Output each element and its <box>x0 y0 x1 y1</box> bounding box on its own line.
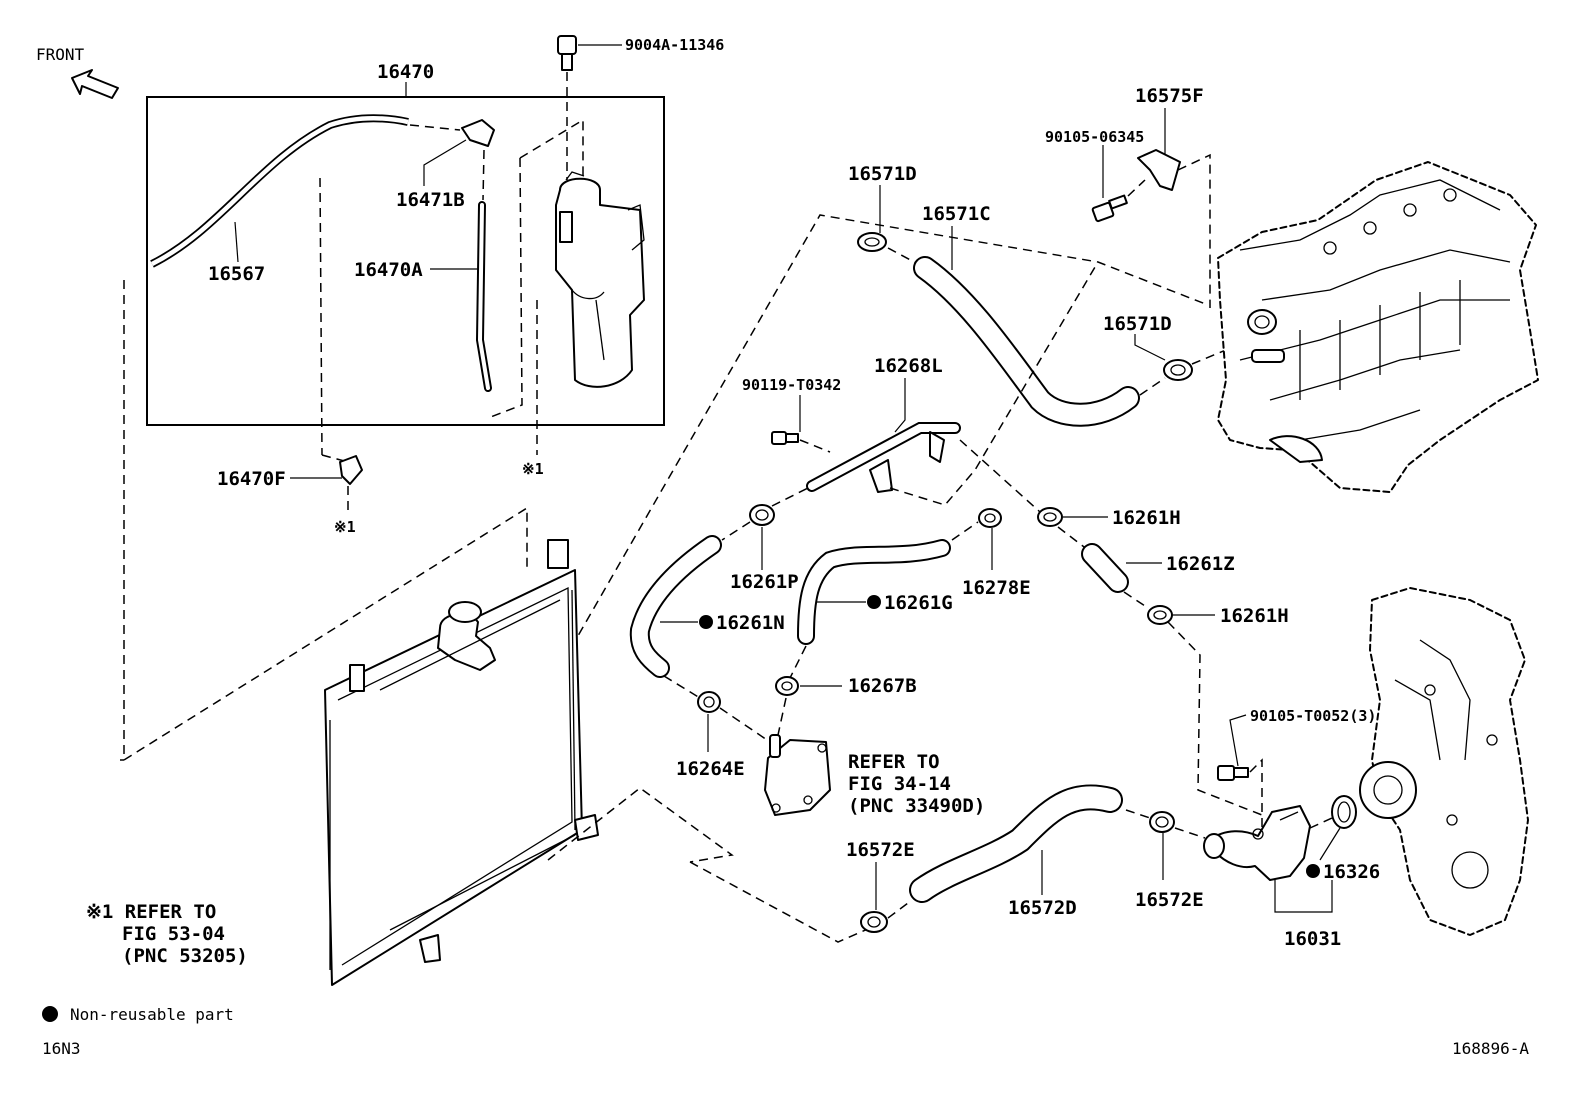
clamp-16261H-lower <box>1147 605 1173 625</box>
clamp-16261P <box>749 504 775 526</box>
label-16031: 16031 <box>1284 928 1341 950</box>
pipe-16268L <box>806 422 961 493</box>
label-90119-T0342: 90119-T0342 <box>742 376 841 394</box>
timing-cover <box>1359 587 1529 936</box>
clamp-16278E <box>978 508 1002 528</box>
label-16572D: 16572D <box>1008 897 1077 919</box>
label-16267B: 16267B <box>848 675 917 697</box>
clamp-16571D-lower <box>1163 359 1193 381</box>
label-16261N: 16261N <box>716 612 785 634</box>
label-16261P: 16261P <box>730 571 799 593</box>
label-16268L: 16268L <box>874 355 943 377</box>
label-9004A-11346: 9004A-11346 <box>625 36 724 54</box>
label-16326: 16326 <box>1323 861 1380 883</box>
label-16572E-left: 16572E <box>846 839 915 861</box>
label-16572E-right: 16572E <box>1135 889 1204 911</box>
refer-fig53-line3: (PNC 53205) <box>122 945 248 967</box>
non-reusable-dot-16261N-icon <box>699 615 713 629</box>
fitting-16471B <box>461 119 495 147</box>
clamp-16261H-upper <box>1037 507 1063 527</box>
label-16261H-upper: 16261H <box>1112 507 1181 529</box>
bolt-9004A-11346 <box>557 35 577 71</box>
water-inlet-16031 <box>1203 805 1311 881</box>
clamp-16267B <box>775 676 799 696</box>
label-16261H-lower: 16261H <box>1220 605 1289 627</box>
label-16261G: 16261G <box>884 592 953 614</box>
radiator <box>324 539 599 986</box>
gasket-16326 <box>1331 795 1357 829</box>
bolt-90105-06345 <box>1091 194 1128 223</box>
reservoir-tank <box>555 171 645 388</box>
clamp-16572E-upper <box>1149 811 1175 833</box>
bolt-90105-T0052 <box>1217 765 1249 781</box>
front-arrow-icon <box>71 69 119 99</box>
label-16575F: 16575F <box>1135 85 1204 107</box>
front-label: FRONT <box>36 45 85 64</box>
oil-cooler <box>764 734 831 816</box>
label-16571C: 16571C <box>922 203 991 225</box>
refer-fig53-line1: ※1 REFER TO <box>86 901 216 923</box>
engine-block <box>1217 161 1539 493</box>
clip-16470F <box>339 455 363 485</box>
label-16470A: 16470A <box>354 259 423 281</box>
footer-right-code: 168896-A <box>1452 1039 1529 1058</box>
non-reusable-dot-16261G-icon <box>867 595 881 609</box>
ref-mark-a: ※1 <box>522 460 544 478</box>
label-16261Z: 16261Z <box>1166 553 1235 575</box>
label-16470F: 16470F <box>217 468 286 490</box>
clamp-16572E-lower <box>860 911 888 933</box>
label-16264E: 16264E <box>676 758 745 780</box>
label-16567: 16567 <box>208 263 265 285</box>
footer-left-code: 16N3 <box>42 1039 81 1058</box>
refer-fig34-line3: (PNC 33490D) <box>848 795 985 817</box>
bolt-90119-T0342 <box>771 431 799 445</box>
non-reusable-dot-icon <box>42 1006 58 1022</box>
bracket-16575F <box>1137 149 1181 191</box>
label-16278E: 16278E <box>962 577 1031 599</box>
ref-mark-b: ※1 <box>334 518 356 536</box>
clamp-16264E <box>697 691 721 713</box>
refer-fig34-line2: FIG 34-14 <box>848 773 951 795</box>
label-16471B: 16471B <box>396 189 465 211</box>
non-reusable-dot-16326-icon <box>1306 864 1320 878</box>
refer-fig53-line2: FIG 53-04 <box>122 923 225 945</box>
clamp-16571D-upper <box>857 232 887 252</box>
label-90105-06345: 90105-06345 <box>1045 128 1144 146</box>
label-16571D-lower: 16571D <box>1103 313 1172 335</box>
label-16571D-upper: 16571D <box>848 163 917 185</box>
refer-fig34-line1: REFER TO <box>848 751 940 773</box>
legend-non-reusable: Non-reusable part <box>70 1005 234 1024</box>
label-90105-T0052: 90105-T0052(3) <box>1250 707 1376 725</box>
label-16470: 16470 <box>377 61 434 83</box>
